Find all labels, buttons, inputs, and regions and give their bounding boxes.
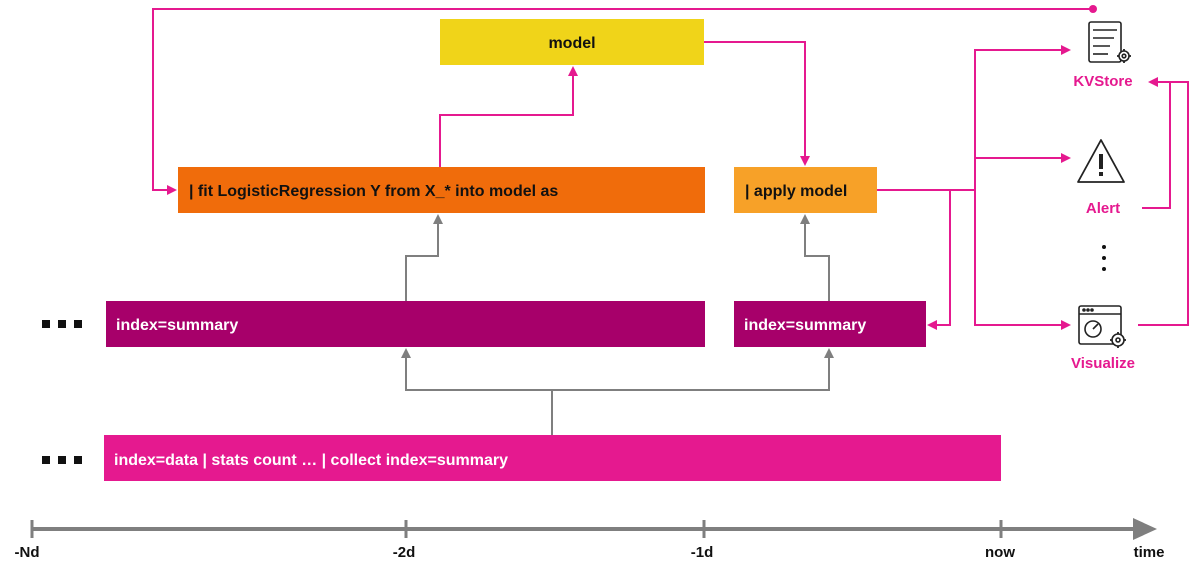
alert-label: Alert <box>1086 200 1120 217</box>
summary-right-box: index=summary <box>734 301 926 347</box>
kvstore-label: KVStore <box>1073 73 1132 90</box>
visualize-to-kvstore-arrow <box>1138 81 1189 326</box>
gray-connectors <box>401 214 834 435</box>
summary-left-box: index=summary <box>106 301 705 347</box>
alert-icon <box>1077 139 1125 183</box>
tick-label: now <box>985 544 1015 561</box>
tick-label: -1d <box>691 544 714 561</box>
summary-row-ellipsis <box>42 320 82 328</box>
apply-to-summary-right-arrow <box>877 189 951 330</box>
fit-to-model-arrow <box>439 66 578 167</box>
data-to-summary-left-arrow <box>401 348 552 391</box>
visualize-icon <box>1078 305 1126 348</box>
tick-label: -2d <box>393 544 416 561</box>
timeline: -Nd -2d -1d now time <box>15 518 1165 561</box>
summary-right-to-apply-arrow <box>800 214 830 301</box>
outputs-ellipsis <box>1102 245 1106 271</box>
model-to-apply-arrow <box>704 41 810 166</box>
data-box: index=data | stats count … | collect ind… <box>104 435 1001 481</box>
alert-to-kvstore-arrow <box>1142 77 1171 209</box>
kvstore-icon <box>1088 21 1131 63</box>
timeline-arrowhead <box>1133 518 1157 540</box>
fit-box-label: | fit LogisticRegression Y from X_* into… <box>189 183 558 200</box>
feedback-loop-arrow <box>152 8 1093 195</box>
data-to-summary-right-arrow <box>552 348 834 391</box>
model-box: model <box>440 19 704 65</box>
apply-box-label: | apply model <box>745 183 847 200</box>
fit-box: | fit LogisticRegression Y from X_* into… <box>178 167 705 213</box>
apply-box: | apply model <box>734 167 877 213</box>
data-box-label: index=data | stats count … | collect ind… <box>114 452 508 469</box>
tick-label: -Nd <box>15 544 40 561</box>
apply-to-visualize-arrow <box>974 190 1071 330</box>
visualize-label: Visualize <box>1071 355 1135 372</box>
magenta-connectors <box>152 5 1189 330</box>
data-row-ellipsis <box>42 456 82 464</box>
summary-right-label: index=summary <box>744 317 866 334</box>
apply-to-kvstore-arrow <box>974 45 1071 190</box>
summary-left-to-fit-arrow <box>405 214 443 301</box>
timeline-axis-label: time <box>1134 544 1165 561</box>
model-box-label: model <box>548 35 595 52</box>
summary-left-label: index=summary <box>116 317 238 334</box>
